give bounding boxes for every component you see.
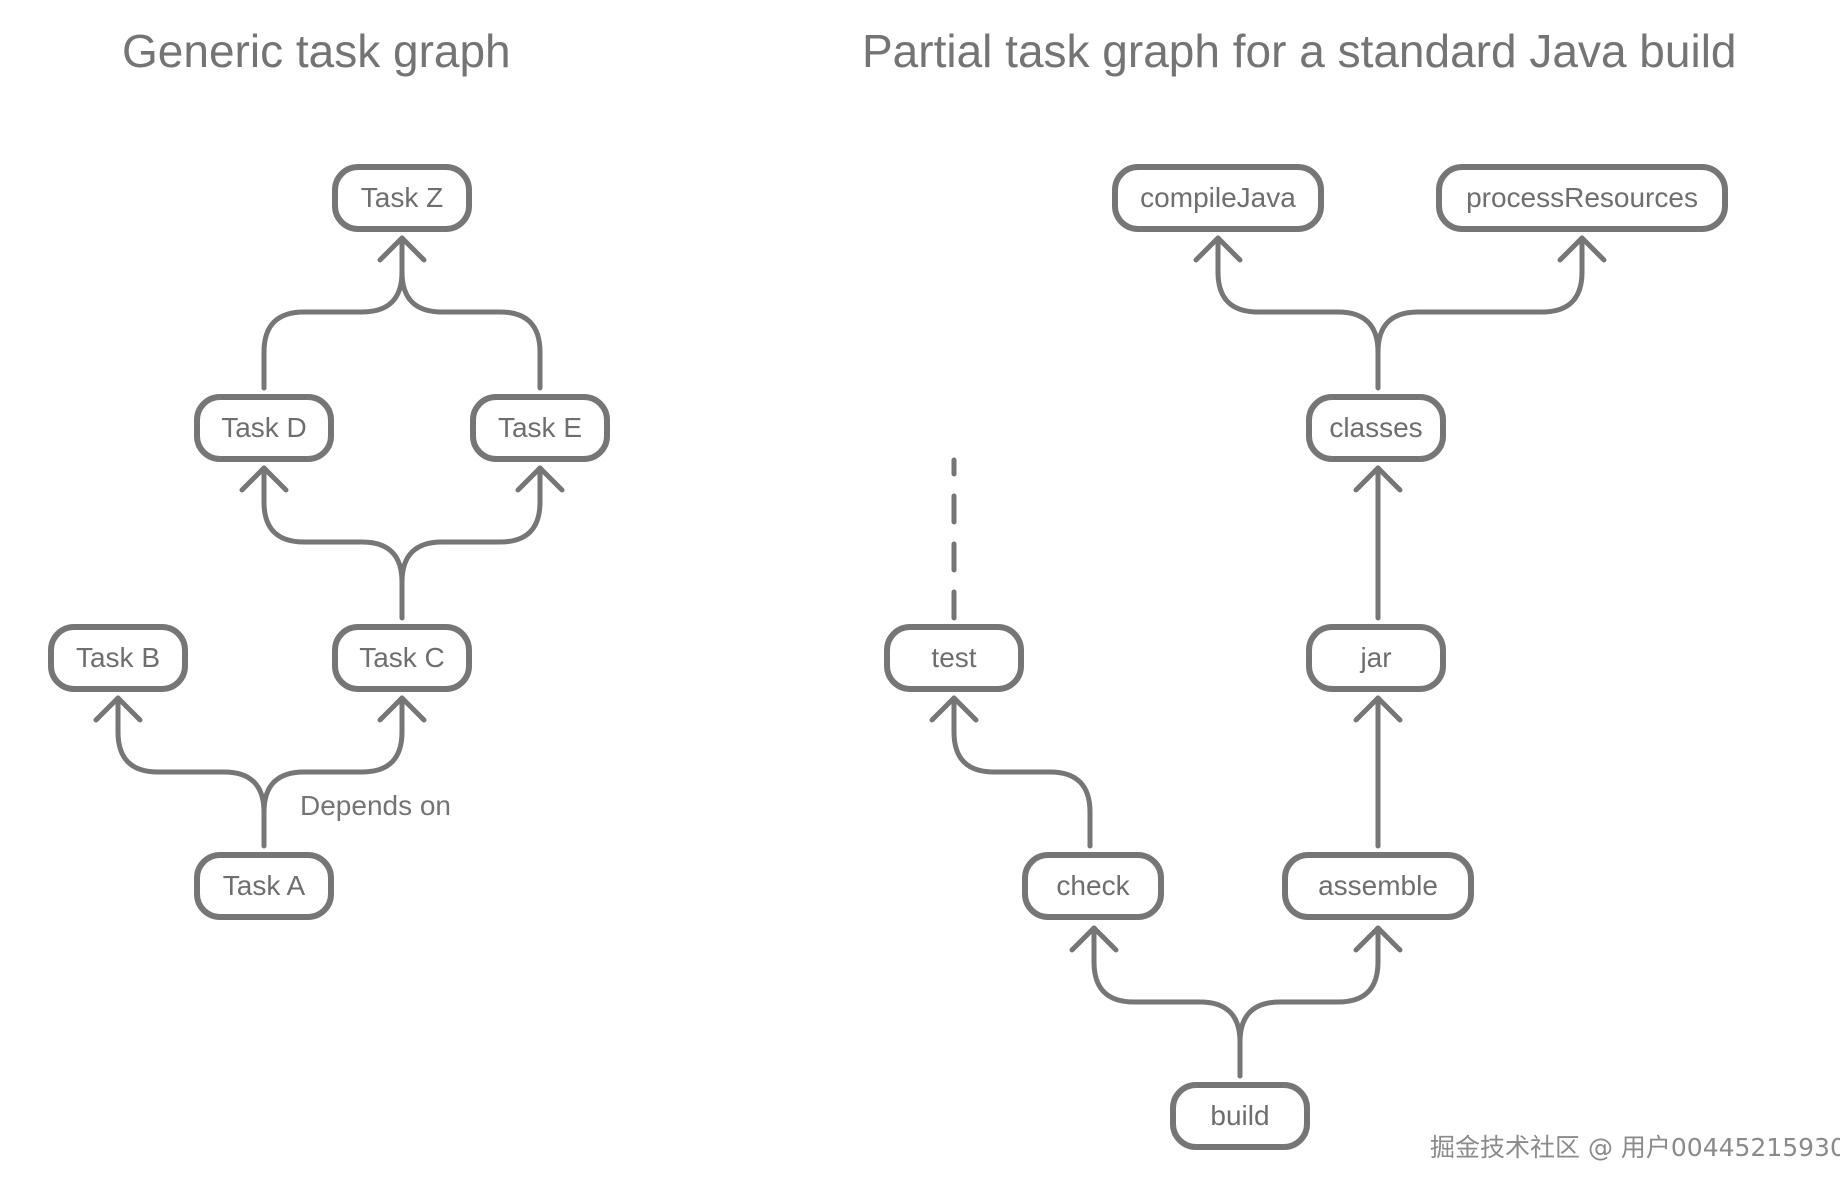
node-build: build [1170,1082,1310,1150]
node-task-z: Task Z [332,164,472,232]
node-classes: classes [1306,394,1446,462]
arrowhead-task-e [515,465,565,493]
arrowhead-compile-java [1193,235,1243,263]
edge-task-d-to-task-z [261,235,405,391]
watermark-text: 掘金技术社区 @ 用户00445215930 [1430,1133,1840,1162]
arrowhead-classes [1353,465,1403,493]
arrowhead-test [929,695,979,723]
depends-on-label: Depends on [300,790,452,821]
edge-build-to-check [1091,925,1243,1079]
edge-build-to-assemble [1237,925,1381,1045]
node-task-a: Task A [194,852,334,920]
right-graph-title: Partial task graph for a standard Java b… [862,25,1737,77]
arrowhead-task-c [377,695,427,723]
node-task-e: Task E [470,394,610,462]
arrowhead-check [1069,925,1119,953]
edge-classes-to-process-resources [1375,235,1585,355]
edge-classes-to-compile-java [1215,235,1381,391]
node-task-c: Task C [332,624,472,692]
node-task-b: Task B [48,624,188,692]
edge-task-c-to-task-e [399,465,543,585]
node-process-resources: processResources [1436,164,1728,232]
node-test: test [884,624,1024,692]
node-check: check [1022,852,1164,920]
arrowhead-task-d [239,465,289,493]
arrowhead-process-resources [1557,235,1607,263]
arrowhead-jar [1353,695,1403,723]
edge-task-a-to-task-b [115,695,267,849]
node-jar: jar [1306,624,1446,692]
left-graph-title: Generic task graph [122,25,511,77]
edge-task-a-to-task-c [261,695,405,815]
arrowhead-task-z [377,235,427,263]
edge-task-c-to-task-d [261,465,405,621]
edge-check-to-test [951,695,1093,849]
node-assemble: assemble [1282,852,1474,920]
arrowhead-assemble [1353,925,1403,953]
node-compile-java: compileJava [1112,164,1324,232]
node-task-d: Task D [194,394,334,462]
arrowhead-task-b [93,695,143,723]
edge-task-e-to-task-z [399,269,543,391]
